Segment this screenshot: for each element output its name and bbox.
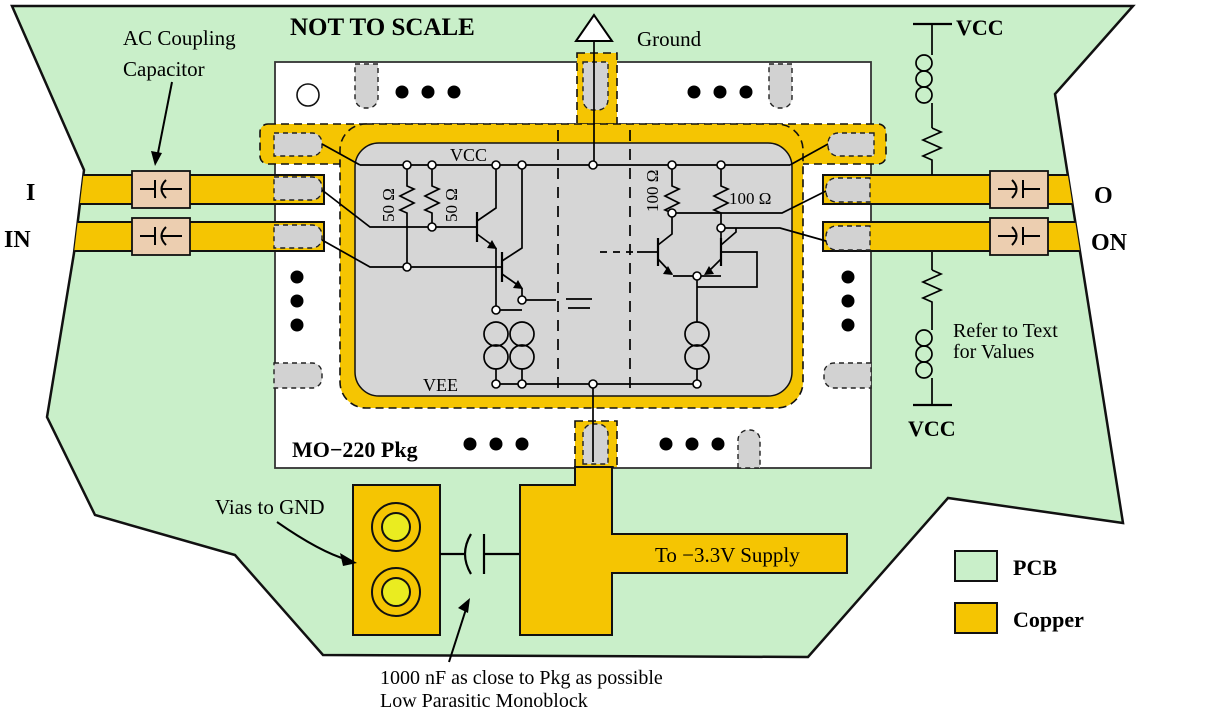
annotations: NOT TO SCALE AC Coupling Capacitor Groun…: [123, 14, 702, 711]
refer-to-text-line2: for Values: [953, 341, 1034, 363]
port-out-neg-label: ON: [1091, 230, 1128, 256]
die-vcc-label: VCC: [450, 145, 487, 165]
pin-dots: [290, 85, 855, 451]
input-neg-wire: [321, 239, 502, 268]
port-in-pos-label: I: [26, 180, 35, 206]
pad-ring-right: [827, 132, 875, 157]
pin1-marker-icon: [296, 83, 320, 107]
pad-top-right: [768, 63, 793, 109]
resistor-50-2-label: 50 Ω: [442, 188, 461, 222]
bypass-note-line2: Low Parasitic Monoblock: [380, 690, 588, 711]
pad-right-lower: [823, 362, 872, 389]
legend: PCB Copper: [954, 550, 1084, 634]
resistor-50-1: [397, 165, 417, 267]
legend-copper-label: Copper: [1013, 607, 1084, 632]
pad-left-lower: [273, 362, 323, 389]
transistor-q3-icon: [656, 213, 673, 275]
transistor-q2-icon: [500, 165, 523, 300]
bias-network-top: VCC: [913, 15, 1004, 175]
capacitor-symbol-icon: [140, 179, 1040, 246]
bypass-capacitor-icon: [440, 533, 520, 575]
pad-output-pos: [825, 177, 871, 203]
refer-to-text-line1: Refer to Text: [953, 320, 1058, 342]
resistor-50-1-label: 50 Ω: [379, 188, 398, 222]
bias-resistor-top: [920, 127, 944, 175]
pad-bottom-right: [737, 429, 761, 469]
legend-pcb-label: PCB: [1013, 555, 1057, 580]
output-pos-wire: [672, 190, 827, 214]
resistor-100-2-label: 100 Ω: [729, 189, 771, 208]
package-name-label: MO−220 Pkg: [292, 437, 418, 462]
supply-tee-trace: [519, 466, 848, 636]
ground-via-icon: [371, 502, 421, 617]
supply-copper-assembly: To −3.3V Supply: [352, 466, 848, 636]
bypass-arrow-icon: [448, 605, 468, 663]
transistor-q1-icon: [475, 165, 497, 310]
resistor-100-1-label: 100 Ω: [643, 170, 662, 212]
die-vee-label: VEE: [423, 375, 458, 395]
pad-ring-left: [273, 132, 323, 157]
supply-trace-label: To −3.3V Supply: [655, 543, 800, 567]
output-neg-wire: [721, 227, 827, 242]
port-labels: I IN O ON: [4, 180, 1128, 256]
pad-ground: [582, 61, 609, 111]
pad-input-pos: [273, 176, 323, 201]
vias-to-gnd-label: Vias to GND: [215, 495, 325, 519]
inductor-icon: [915, 329, 933, 379]
die-schematic: VCC VEE 50 Ω 50 Ω 100 Ω 100 Ω: [321, 13, 829, 462]
resistor-50-2: [422, 165, 442, 227]
input-pos-wire: [321, 189, 477, 228]
circuit-nodes: [402, 160, 726, 389]
bypass-note-line1: 1000 nF as close to Pkg as possible: [380, 667, 663, 689]
pad-output-neg: [825, 225, 871, 251]
ac-coupling-label-line1: AC Coupling: [123, 26, 236, 50]
ac-coupling-capacitors: [131, 170, 1049, 256]
vcc-bottom-label: VCC: [908, 416, 956, 441]
not-to-scale-label: NOT TO SCALE: [290, 14, 475, 41]
bias-resistor-bottom: [920, 269, 944, 330]
pad-input-neg: [273, 224, 323, 249]
pad-top-left: [354, 63, 379, 109]
legend-pcb-swatch: [954, 550, 998, 582]
vcc-top-label: VCC: [956, 15, 1004, 40]
bias-network-bottom: VCC Refer to Text for Values: [908, 252, 1058, 441]
legend-copper-swatch: [954, 602, 998, 634]
ground-label: Ground: [637, 27, 702, 51]
port-in-neg-label: IN: [4, 227, 31, 253]
inductor-icon: [915, 54, 933, 104]
transistor-q4-icon: [697, 228, 758, 288]
ac-coupling-label-line2: Capacitor: [123, 57, 205, 81]
die-area: [354, 142, 793, 397]
port-out-pos-label: O: [1094, 183, 1113, 209]
resistor-100-1: [662, 165, 682, 214]
ac-coupling-arrow-icon: [156, 81, 173, 159]
pad-vee: [582, 423, 609, 465]
